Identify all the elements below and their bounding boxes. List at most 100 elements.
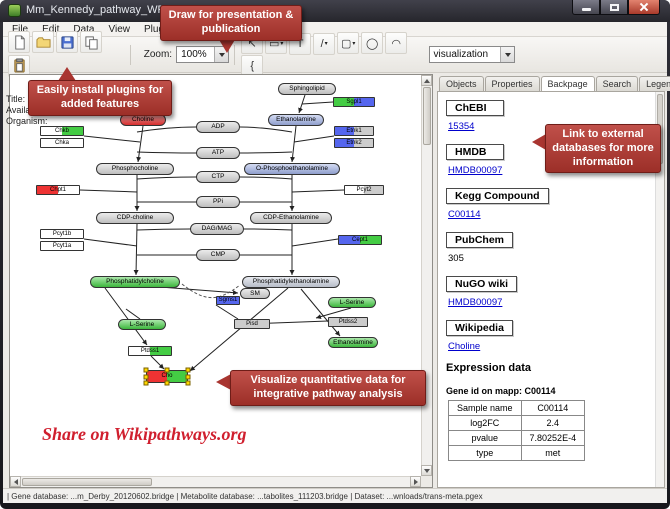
pathway-node-chka[interactable]: Chka bbox=[40, 138, 84, 148]
menu-data[interactable]: Data bbox=[73, 23, 95, 35]
pathway-node-ptdss2[interactable]: Ptdss2 bbox=[328, 317, 368, 327]
tab-backpage[interactable]: Backpage bbox=[540, 76, 595, 92]
selection-handle[interactable] bbox=[185, 374, 191, 379]
pathway-node-cdp-ethanolamine[interactable]: CDP-Ethanolamine bbox=[250, 212, 332, 224]
pathway-node-pcyt1b[interactable]: Pcyt1b bbox=[40, 229, 84, 239]
pathway-node-ethanolamine[interactable]: Ethanolamine bbox=[328, 337, 378, 348]
selection-handle[interactable] bbox=[143, 367, 149, 373]
pathway-node-l-serine[interactable]: L-Serine bbox=[328, 297, 376, 308]
pathway-node-choline[interactable]: Choline bbox=[120, 114, 166, 126]
pathway-node-cmp[interactable]: CMP bbox=[196, 249, 240, 261]
pathway-node-cept1[interactable]: Cept1 bbox=[338, 235, 382, 245]
minimize-button[interactable] bbox=[572, 0, 600, 15]
open-file-button[interactable] bbox=[32, 31, 54, 53]
pathway-node-pcyt1a[interactable]: Pcyt1a bbox=[40, 241, 84, 251]
horizontal-scroll-thumb[interactable] bbox=[22, 478, 152, 486]
backpage-link[interactable]: Choline bbox=[448, 341, 481, 352]
expression-cell: Sample name bbox=[448, 400, 522, 416]
scroll-up-button[interactable] bbox=[421, 75, 432, 86]
scroll-down-button[interactable] bbox=[421, 465, 432, 476]
backpage-link[interactable]: HMDB00097 bbox=[448, 297, 503, 308]
maximize-button[interactable] bbox=[600, 0, 628, 15]
visualization-combobox[interactable]: visualization bbox=[428, 46, 515, 63]
pathway-node-atp[interactable]: ATP bbox=[196, 147, 240, 159]
pathway-node-o-phosphoethanolamine[interactable]: O-Phosphoethanolamine bbox=[244, 163, 340, 175]
arc-tool-button[interactable]: ◠ bbox=[385, 32, 408, 55]
pathway-node-sgms1[interactable]: Sgms1 bbox=[216, 296, 240, 305]
pathway-node-sm[interactable]: SM bbox=[240, 288, 270, 299]
pathway-node-etnk1[interactable]: Etnk1 bbox=[334, 126, 374, 136]
scroll-left-button[interactable] bbox=[10, 476, 21, 487]
zoom-combobox[interactable]: 100% bbox=[176, 46, 230, 63]
property-label: Title: bbox=[6, 94, 26, 104]
pathway-node-pcyt2[interactable]: Pcyt2 bbox=[344, 185, 384, 195]
pathway-node-sphingolipid[interactable]: Sphingolipid bbox=[278, 83, 336, 95]
backpage-link[interactable]: C00114 bbox=[448, 209, 481, 220]
selection-handle[interactable] bbox=[164, 367, 170, 373]
pathway-node-l-serine[interactable]: L-Serine bbox=[118, 319, 166, 330]
menu-view[interactable]: View bbox=[108, 23, 130, 35]
backpage-header: Kegg Compound bbox=[446, 188, 549, 204]
tab-properties[interactable]: Properties bbox=[484, 76, 540, 91]
new-file-button[interactable] bbox=[8, 31, 30, 53]
pathway-node-ppi[interactable]: PPi bbox=[196, 196, 240, 208]
paste-button[interactable] bbox=[8, 54, 30, 77]
selection-handle[interactable] bbox=[185, 367, 191, 373]
vertical-scroll-thumb[interactable] bbox=[423, 87, 431, 145]
expression-cell: pvalue bbox=[448, 430, 522, 446]
pathway-node-ptdss1[interactable]: Ptdss1 bbox=[128, 346, 172, 356]
pathway-node-phosphatidylethanolamine[interactable]: Phosphatidylethanolamine bbox=[242, 276, 340, 288]
chevron-down-icon: ▾ bbox=[280, 40, 284, 47]
selection-handle[interactable] bbox=[164, 380, 170, 386]
pathway-node-phosphocholine[interactable]: Phosphocholine bbox=[96, 163, 174, 175]
canvas-horizontal-scrollbar[interactable] bbox=[10, 476, 421, 487]
menu-file[interactable]: File bbox=[12, 23, 29, 35]
tab-search[interactable]: Search bbox=[595, 76, 639, 91]
side-panel-tabs: ObjectsPropertiesBackpageSearchLegend bbox=[437, 74, 670, 92]
copy-button[interactable] bbox=[80, 31, 102, 53]
pathway-node-phosphatidylcholine[interactable]: Phosphatidylcholine bbox=[90, 276, 180, 288]
pathway-node-sgpl1[interactable]: Sgpl1 bbox=[333, 97, 375, 107]
pathway-node-chkb[interactable]: Chkb bbox=[40, 126, 84, 136]
arrow-right-icon bbox=[413, 478, 418, 485]
close-button[interactable] bbox=[628, 0, 660, 15]
brace-tool-button[interactable]: { bbox=[241, 54, 264, 77]
pathway-node-etnk2[interactable]: Etnk2 bbox=[334, 138, 374, 148]
backpage-link[interactable]: HMDB00097 bbox=[448, 165, 503, 176]
canvas-vertical-scrollbar[interactable] bbox=[421, 75, 432, 476]
status-text: | Gene database: ...m_Derby_20120602.bri… bbox=[7, 491, 483, 501]
pathway-node-adp[interactable]: ADP bbox=[196, 121, 240, 133]
visualization-dropdown-button[interactable] bbox=[500, 47, 514, 62]
pathway-node-pisd[interactable]: Pisd bbox=[234, 319, 270, 329]
selection-handle[interactable] bbox=[143, 374, 149, 379]
expression-cell: 2.4 bbox=[520, 415, 586, 431]
pathway-node-chpt1[interactable]: Chpt1 bbox=[36, 185, 80, 195]
toolbar-separator bbox=[129, 44, 131, 65]
pathway-node-ctp[interactable]: CTP bbox=[196, 171, 240, 183]
callout-databases: Link to external databases for more info… bbox=[545, 124, 661, 174]
title-bar[interactable]: Mm_Kennedy_pathway_WP1771_45176.gpml bbox=[0, 0, 670, 22]
selection-handle[interactable] bbox=[185, 380, 191, 386]
menu-edit[interactable]: Edit bbox=[42, 23, 60, 35]
pathway-node-dag/mag[interactable]: DAG/MAG bbox=[190, 223, 244, 235]
save-button[interactable] bbox=[56, 31, 78, 53]
close-icon bbox=[639, 2, 649, 12]
tab-legend[interactable]: Legend bbox=[639, 76, 670, 91]
backpage-link[interactable]: 15354 bbox=[448, 121, 475, 132]
oval-tool-button[interactable]: ◯ bbox=[361, 32, 384, 55]
pathway-node-cdp-choline[interactable]: CDP-choline bbox=[96, 212, 174, 224]
backpage-header: NuGO wiki bbox=[446, 276, 518, 292]
tab-objects[interactable]: Objects bbox=[439, 76, 484, 91]
page-icon bbox=[14, 34, 25, 50]
selection-handle[interactable] bbox=[143, 380, 149, 386]
pathway-node-ethanolamine[interactable]: Ethanolamine bbox=[268, 114, 324, 126]
line-tool-button[interactable]: /▾ bbox=[313, 32, 336, 55]
shape-tool-button[interactable]: ▢▾ bbox=[337, 32, 360, 55]
zoom-value: 100% bbox=[181, 49, 207, 60]
scroll-right-button[interactable] bbox=[410, 476, 421, 487]
